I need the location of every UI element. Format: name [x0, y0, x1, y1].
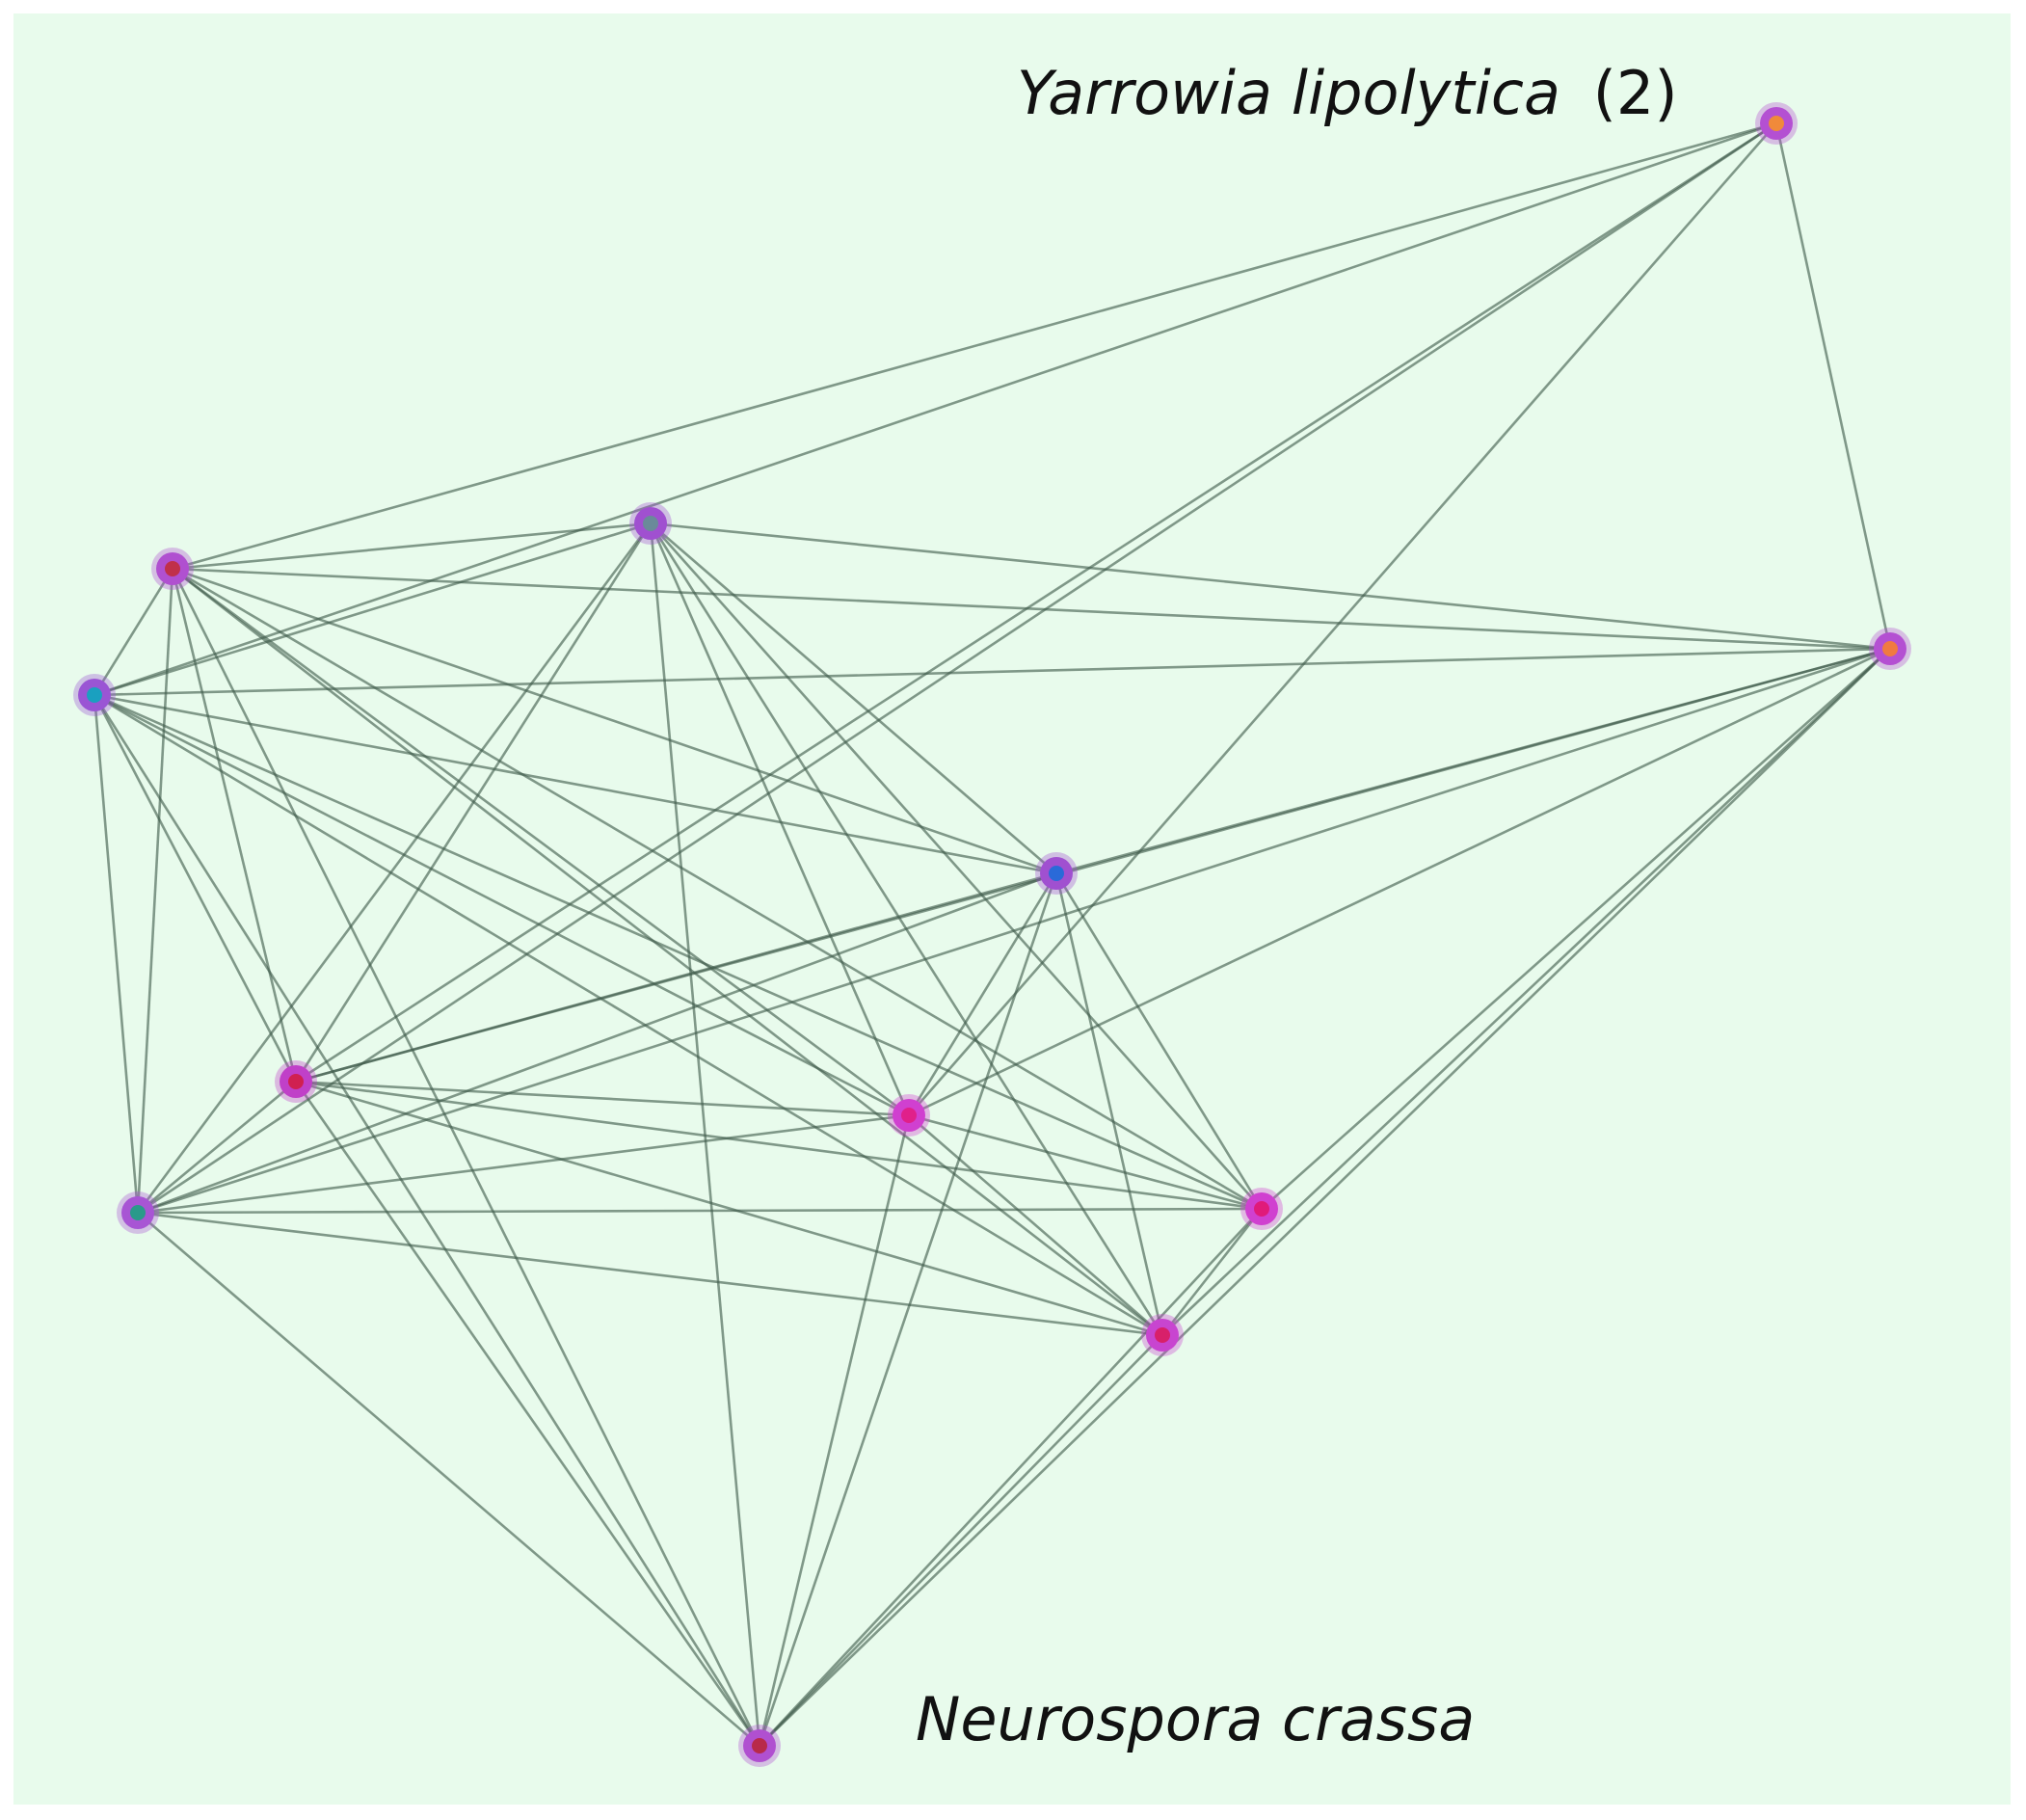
node-neurospora-crassa [738, 1725, 781, 1767]
edges-layer [93, 121, 1892, 1747]
edge-node-lower-left-node-lower-right-b [137, 1211, 1163, 1337]
node-node-lower-right-b [1141, 1314, 1184, 1356]
node-node-mid-center [888, 1094, 930, 1137]
node-node-mid-left [275, 1060, 317, 1103]
edge-node-left-node-lower-left [93, 694, 140, 1214]
node-yarrowia-2 [1755, 102, 1798, 145]
node-core [901, 1108, 917, 1123]
edge-node-mid-center-neurospora-crassa [758, 1114, 911, 1747]
node-node-lower-left [117, 1191, 159, 1234]
edge-node-top-center-node-lower-left [136, 522, 653, 1214]
edge-node-mid-left-node-lower-left [137, 1080, 297, 1215]
edge-node-top-center-node-left [93, 522, 652, 697]
node-core [1049, 866, 1064, 881]
edge-yarrowia-2-node-mid-left [295, 121, 1777, 1084]
edge-node-center-node-mid-center [907, 872, 1058, 1116]
edge-node-left-node-center [93, 693, 1057, 875]
label-yarrowia-lipolytica: Yarrowia lipolytica (2) [1017, 58, 1678, 128]
node-node-upper-left [151, 548, 194, 590]
node-node-left [73, 674, 116, 716]
edge-node-center-node-lower-right-b [1054, 872, 1164, 1336]
label-neurospora-species: Neurospora crassa [916, 1684, 1475, 1754]
edge-yarrowia-2-node-mid-center [908, 122, 1777, 1116]
edge-node-top-center-node-lower-right-a [650, 522, 1263, 1210]
node-core [288, 1074, 304, 1089]
edge-node-right-node-mid-center [908, 647, 1891, 1117]
edge-node-left-node-mid-center [93, 693, 910, 1117]
edge-node-left-neurospora-crassa [93, 694, 761, 1747]
edge-node-mid-left-neurospora-crassa [294, 1081, 761, 1747]
edge-yarrowia-2-node-upper-left [172, 121, 1777, 571]
label-neurospora-crassa: Neurospora crassa [916, 1684, 1475, 1754]
edge-node-top-center-node-upper-left [172, 522, 652, 571]
edge-node-center-neurospora-crassa [758, 872, 1058, 1747]
edge-yarrowia-2-node-right [1774, 122, 1892, 650]
node-core [1155, 1327, 1170, 1343]
edge-node-right-node-left [93, 647, 1891, 697]
node-node-top-center [629, 502, 672, 545]
edge-node-upper-left-node-mid-left [171, 568, 298, 1083]
edge-node-right-node-lower-right-a [1261, 648, 1891, 1210]
label-yarrowia-suffix: (2) [1593, 58, 1678, 128]
edge-yarrowia-2-node-lower-left [137, 121, 1777, 1215]
edge-node-lower-right-a-neurospora-crassa [759, 1208, 1263, 1747]
nodes-layer [73, 102, 1911, 1767]
edge-node-upper-left-node-lower-right-a [172, 567, 1263, 1211]
edge-node-lower-left-neurospora-crassa [137, 1212, 760, 1747]
node-core [643, 516, 658, 531]
edge-node-lower-right-b-neurospora-crassa [759, 1334, 1163, 1747]
node-node-right [1869, 628, 1911, 670]
edge-node-upper-left-node-mid-center [172, 567, 910, 1117]
edge-node-upper-left-node-lower-left [136, 568, 174, 1214]
edge-node-right-neurospora-crassa [759, 648, 1891, 1747]
node-core [1769, 116, 1784, 131]
edge-node-top-center-node-mid-center [649, 522, 911, 1116]
edge-node-mid-left-node-lower-right-b [295, 1080, 1163, 1337]
edge-node-center-node-lower-right-a [1054, 872, 1264, 1210]
node-core [87, 687, 102, 703]
edge-node-mid-center-node-lower-left [137, 1113, 910, 1215]
node-core [752, 1738, 767, 1753]
edge-node-left-node-lower-right-b [93, 693, 1163, 1337]
edge-node-mid-left-node-lower-right-a [295, 1080, 1263, 1211]
node-node-lower-right-a [1240, 1188, 1283, 1230]
edge-node-left-node-lower-right-a [93, 693, 1263, 1211]
node-core [1254, 1201, 1269, 1217]
edge-node-mid-left-node-mid-center [295, 1080, 910, 1117]
edge-node-right-node-top-center [650, 522, 1891, 651]
edge-node-top-center-node-center [650, 522, 1057, 874]
label-yarrowia-species: Yarrowia lipolytica [1017, 58, 1560, 128]
edge-node-upper-left-node-lower-right-b [172, 567, 1163, 1337]
edge-node-upper-left-node-left [93, 568, 174, 696]
edge-node-mid-center-node-lower-right-a [908, 1113, 1263, 1211]
edge-node-lower-right-a-node-lower-right-b [1160, 1208, 1264, 1336]
edge-yarrowia-2-node-left [93, 121, 1777, 697]
node-core [165, 561, 180, 576]
edge-node-lower-left-node-lower-right-a [137, 1207, 1263, 1215]
node-node-center [1035, 852, 1078, 895]
edge-node-center-node-lower-left [137, 871, 1057, 1215]
diagram-background [13, 13, 2011, 1805]
edge-node-upper-left-neurospora-crassa [171, 568, 761, 1747]
edge-node-upper-left-node-center [172, 567, 1057, 875]
edge-node-mid-center-node-lower-right-b [908, 1114, 1163, 1336]
node-core [1882, 641, 1898, 656]
edge-node-center-node-mid-left [295, 871, 1057, 1084]
node-core [130, 1205, 146, 1220]
edge-node-left-node-mid-left [93, 694, 298, 1083]
edge-node-right-node-lower-right-b [1161, 648, 1891, 1336]
